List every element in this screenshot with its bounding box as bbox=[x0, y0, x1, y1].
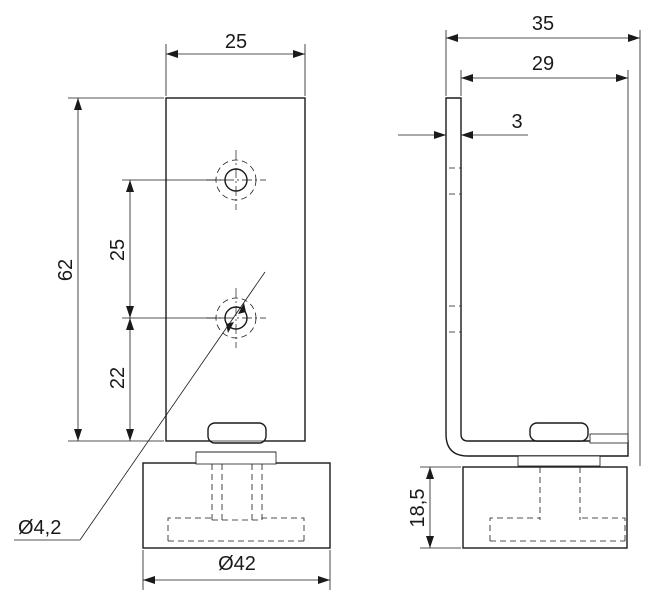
front-bracket-plate bbox=[165, 97, 306, 442]
dim-hole-diameter: Ø4,2 bbox=[14, 271, 266, 541]
dim-side-width-label: 35 bbox=[532, 13, 554, 35]
dim-base-height: 18,5 bbox=[407, 466, 461, 549]
dim-hole-spacing-label: 25 bbox=[107, 239, 129, 261]
side-base-block bbox=[462, 466, 628, 549]
dim-hole-spacing: 25 bbox=[107, 179, 226, 319]
side-view: 35 29 3 18,5 bbox=[398, 13, 641, 549]
dim-hole-bottom-label: 22 bbox=[107, 367, 129, 389]
dim-hole-bottom: 22 bbox=[107, 318, 134, 441]
dim-thickness-label: 3 bbox=[511, 111, 522, 133]
dim-side-inner-label: 29 bbox=[532, 53, 554, 75]
front-view: 25 62 25 22 bbox=[14, 31, 331, 590]
dim-front-height: 62 bbox=[55, 97, 164, 442]
side-bolt-head bbox=[529, 422, 589, 442]
front-base-block bbox=[142, 462, 331, 549]
side-lip bbox=[589, 433, 629, 444]
dim-side-inner: 29 bbox=[461, 53, 628, 82]
front-bolt-head bbox=[207, 422, 267, 444]
dim-base-height-label: 18,5 bbox=[407, 489, 429, 528]
dim-front-width-label: 25 bbox=[225, 31, 247, 53]
dim-thickness: 3 bbox=[398, 111, 528, 139]
front-nut bbox=[195, 451, 277, 465]
side-nut bbox=[517, 455, 601, 467]
side-bracket-profile bbox=[445, 97, 629, 457]
dim-side-width: 35 bbox=[446, 13, 640, 42]
dim-front-height-label: 62 bbox=[55, 259, 77, 281]
dim-front-width: 25 bbox=[165, 31, 306, 96]
dim-hole-diameter-label: Ø4,2 bbox=[18, 517, 61, 539]
dim-base-diameter-label: Ø42 bbox=[218, 553, 256, 575]
dim-base-diameter: Ø42 bbox=[142, 550, 331, 590]
